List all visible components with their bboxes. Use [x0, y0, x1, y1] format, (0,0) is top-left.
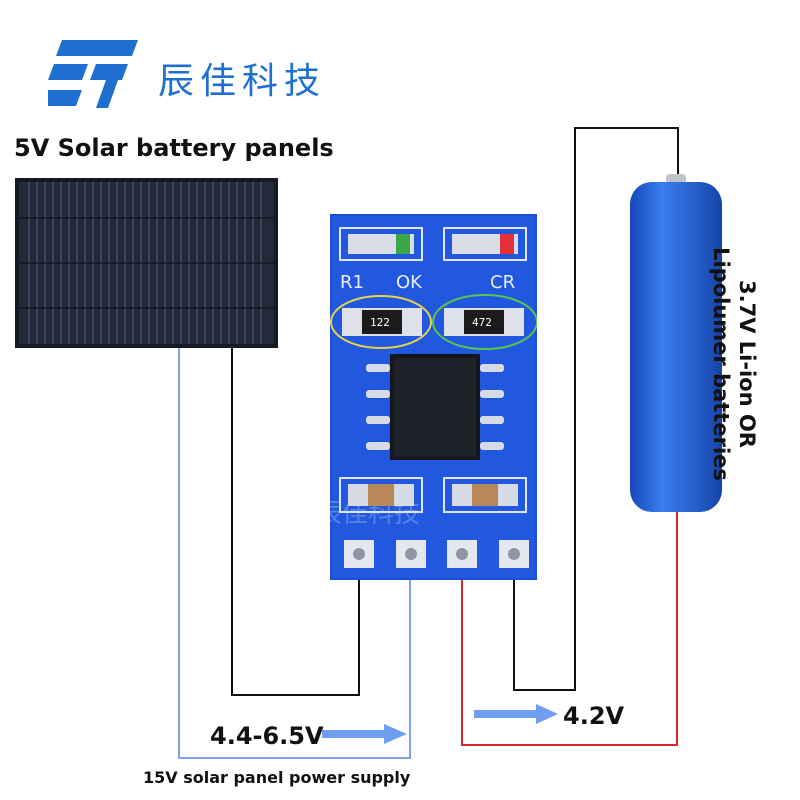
cr-led	[443, 227, 527, 261]
charger-module-pcb: R1 OK CR 122 472 辰佳科技	[330, 214, 537, 580]
input-voltage-label: 4.4-6.5V	[210, 722, 324, 750]
resistor-r1: 122	[342, 308, 422, 336]
solar-panel	[15, 178, 278, 348]
supply-caption: 15V solar panel power supply	[143, 768, 411, 787]
brand-logo-icon	[48, 40, 138, 108]
output-arrow	[474, 704, 558, 724]
battery-label-line2: Lipolumer batteries	[709, 247, 733, 481]
resistor-r1-code: 122	[370, 316, 390, 329]
pcb-pins	[344, 540, 529, 568]
capacitor-right	[443, 477, 527, 513]
ok-led	[339, 227, 423, 261]
solar-input-wire	[178, 345, 411, 759]
charger-ic	[366, 354, 504, 460]
battery-label-line1: 3.7V Li-ion OR	[735, 280, 759, 448]
battery-negative-wire	[513, 127, 679, 691]
solar-panel-title: 5V Solar battery panels	[14, 134, 334, 162]
input-arrow	[322, 724, 407, 744]
ok-silkscreen: OK	[396, 272, 423, 293]
battery-label: 3.7V Li-ion OR Lipolumer batteries	[708, 234, 760, 494]
r1-silkscreen: R1	[340, 272, 364, 293]
output-voltage-label: 4.2V	[563, 702, 625, 730]
brand-name: 辰佳科技	[158, 61, 327, 102]
resistor-r2: 472	[444, 308, 524, 336]
solar-negative-wire	[231, 345, 360, 696]
lithium-battery	[630, 174, 722, 512]
resistor-r2-code: 472	[472, 316, 492, 329]
cr-silkscreen: CR	[490, 272, 515, 293]
resistor-r1-highlight	[330, 295, 432, 349]
battery-positive-wire	[461, 512, 678, 746]
capacitor-left	[339, 477, 423, 513]
resistor-r2-highlight	[432, 294, 537, 350]
